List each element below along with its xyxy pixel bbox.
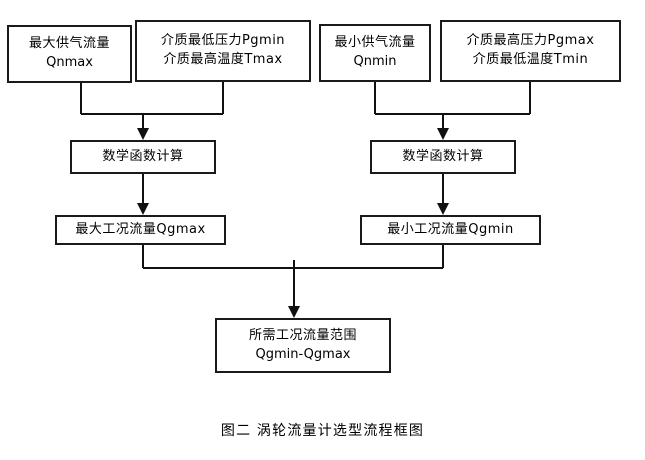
node-min-pressure-line: 介质最低压力Pgmin [160, 33, 286, 49]
node-min-supply-flow-line2: Qnmin [353, 54, 397, 69]
node-max-pressure-min-temp[interactable]: 介质最高压力Pgmax 介质最低温度Tmin [440, 20, 621, 82]
node-max-temp-line: 介质最高温度Tmax [163, 52, 283, 67]
node-math-function-calc-right-label: 数学函数计算 [402, 148, 484, 164]
node-max-working-flow-label: 最大工况流量Qgmax [75, 221, 206, 237]
node-max-supply-flow-line2: Qnmax [46, 55, 93, 70]
arrowhead-calc-left [137, 128, 149, 140]
node-min-working-flow[interactable]: 最小工况流量Qgmin [360, 215, 541, 245]
arrowhead-qgmin [437, 203, 449, 215]
node-required-flow-range-line2: Qgmin-Qgmax [255, 346, 351, 362]
node-required-flow-range[interactable]: 所需工况流量范围 Qgmin-Qgmax [215, 318, 391, 373]
arrowhead-range [288, 306, 300, 318]
node-math-function-calc-right[interactable]: 数学函数计算 [370, 140, 516, 174]
node-max-supply-flow[interactable]: 最大供气流量 Qnmax [7, 25, 132, 83]
node-min-supply-flow-line1: 最小供气流量 [334, 35, 416, 51]
arrowhead-qgmax [137, 203, 149, 215]
arrowhead-calc-right [437, 128, 449, 140]
node-math-function-calc-left[interactable]: 数学函数计算 [70, 140, 216, 174]
node-required-flow-range-line1: 所需工况流量范围 [248, 327, 357, 343]
node-max-pressure-line: 介质最高压力Pgmax [466, 33, 595, 49]
node-max-working-flow[interactable]: 最大工况流量Qgmax [55, 215, 226, 245]
node-max-supply-flow-line1: 最大供气流量 [28, 36, 110, 52]
node-min-pressure-max-temp[interactable]: 介质最低压力Pgmin 介质最高温度Tmax [135, 20, 311, 82]
node-min-temp-line: 介质最低温度Tmin [472, 52, 589, 67]
node-min-supply-flow[interactable]: 最小供气流量 Qnmin [319, 24, 431, 82]
node-min-working-flow-label: 最小工况流量Qgmin [387, 221, 514, 237]
node-math-function-calc-left-label: 数学函数计算 [102, 148, 184, 164]
figure-caption: 图二 涡轮流量计选型流程框图 [220, 423, 425, 439]
